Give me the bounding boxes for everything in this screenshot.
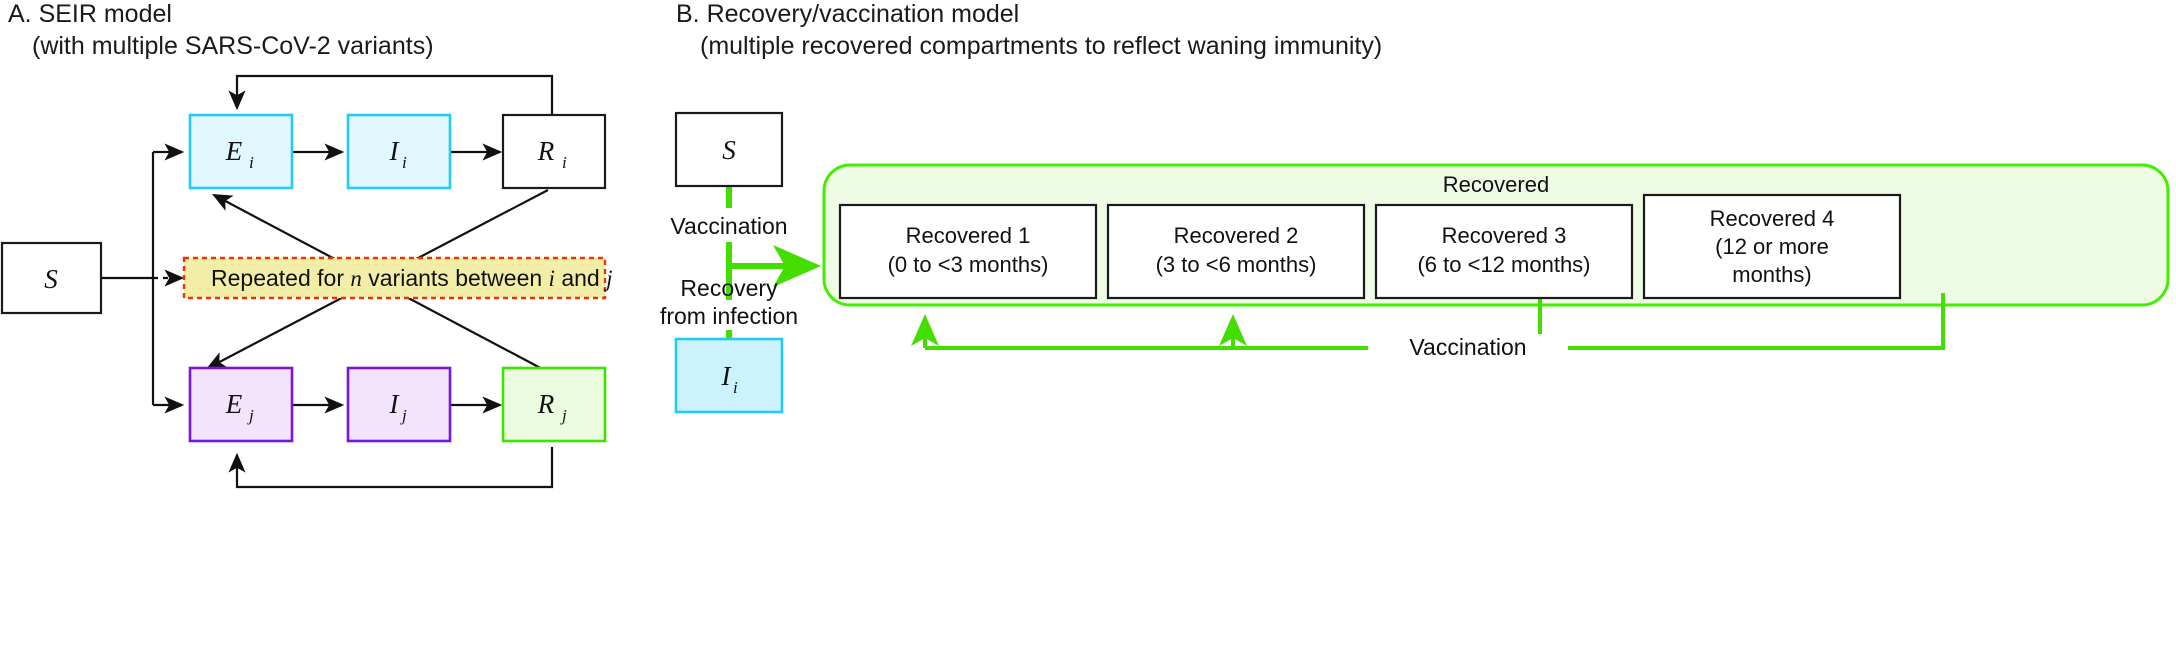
recovered-compartment-1-range: (0 to <3 months): [888, 252, 1049, 277]
recovered-compartment-2-range: (3 to <6 months): [1156, 252, 1317, 277]
node-exposed-j[interactable]: E j: [188, 366, 294, 443]
node-recovered-i-subscript: i: [562, 153, 567, 172]
flow-label-recovery-line1: Recovery: [680, 275, 778, 301]
bottom-vaccination-label-top: Vaccination: [1409, 334, 1526, 360]
node-infectious-j[interactable]: I j: [346, 366, 452, 443]
node-susceptible-b[interactable]: S: [674, 111, 784, 188]
recovered-compartment-1-name: Recovered 1: [906, 223, 1031, 248]
flow-label-recovery-line2: from infection: [660, 303, 798, 329]
recovered-compartment-1[interactable]: Recovered 1 (0 to <3 months): [838, 203, 1098, 300]
node-exposed-i-label: E: [225, 136, 243, 166]
recovered-compartment-4-range-line2: months): [1732, 262, 1811, 287]
recovered-group-title: Recovered: [1443, 172, 1549, 197]
node-susceptible-b-label: S: [722, 135, 736, 165]
node-recovered-j-label: R: [537, 389, 555, 419]
recovered-compartment-4-range-line1: (12 or more: [1715, 234, 1829, 259]
bottom-label-backdrop: [1368, 334, 1568, 362]
node-infectious-i[interactable]: I i: [346, 113, 452, 190]
node-recovered-j[interactable]: R j: [501, 366, 607, 443]
node-susceptible-a-label: S: [44, 264, 58, 294]
edge-rj-to-ej: [228, 447, 554, 489]
node-infectious-b-label: I: [721, 361, 733, 391]
panel-a-title-line1: A. SEIR model: [8, 0, 172, 28]
node-infectious-i-label: I: [389, 136, 401, 166]
node-infectious-b-subscript: i: [733, 378, 738, 397]
panel-b-title-line1: B. Recovery/vaccination model: [676, 0, 1019, 28]
node-infectious-j-subscript: j: [400, 406, 407, 425]
node-exposed-j-subscript: j: [247, 406, 254, 425]
recovered-compartment-3-name: Recovered 3: [1442, 223, 1567, 248]
recovered-compartment-2[interactable]: Recovered 2 (3 to <6 months): [1106, 203, 1366, 300]
node-recovered-i[interactable]: R i: [501, 113, 607, 190]
flow-label-vaccination: Vaccination: [670, 213, 787, 239]
node-exposed-i-subscript: i: [249, 153, 254, 172]
node-infectious-i-subscript: i: [402, 153, 407, 172]
note-repeated-variants-text: Repeated for n variants between i and j: [211, 265, 612, 291]
recovered-compartment-2-name: Recovered 2: [1174, 223, 1299, 248]
node-recovered-j-subscript: j: [560, 406, 567, 425]
node-infectious-j-label: I: [389, 389, 401, 419]
panel-a-title-line2: (with multiple SARS-CoV-2 variants): [32, 32, 434, 60]
edge-ri-to-ei: [228, 74, 554, 117]
node-infectious-b[interactable]: I i: [674, 337, 784, 414]
recovered-compartment-4[interactable]: Recovered 4 (12 or more months): [1642, 193, 1902, 300]
panel-b-title-line2: (multiple recovered compartments to refl…: [700, 32, 1382, 60]
recovered-compartment-4-name: Recovered 4: [1710, 206, 1835, 231]
recovered-compartment-3-range: (6 to <12 months): [1417, 252, 1590, 277]
node-susceptible-a[interactable]: S: [0, 241, 103, 315]
recovered-compartment-3[interactable]: Recovered 3 (6 to <12 months): [1374, 203, 1634, 300]
node-recovered-i-label: R: [537, 136, 555, 166]
node-exposed-i[interactable]: E i: [188, 113, 294, 190]
node-exposed-j-label: E: [225, 389, 243, 419]
note-repeated-variants: Repeated for n variants between i and j: [182, 256, 612, 300]
